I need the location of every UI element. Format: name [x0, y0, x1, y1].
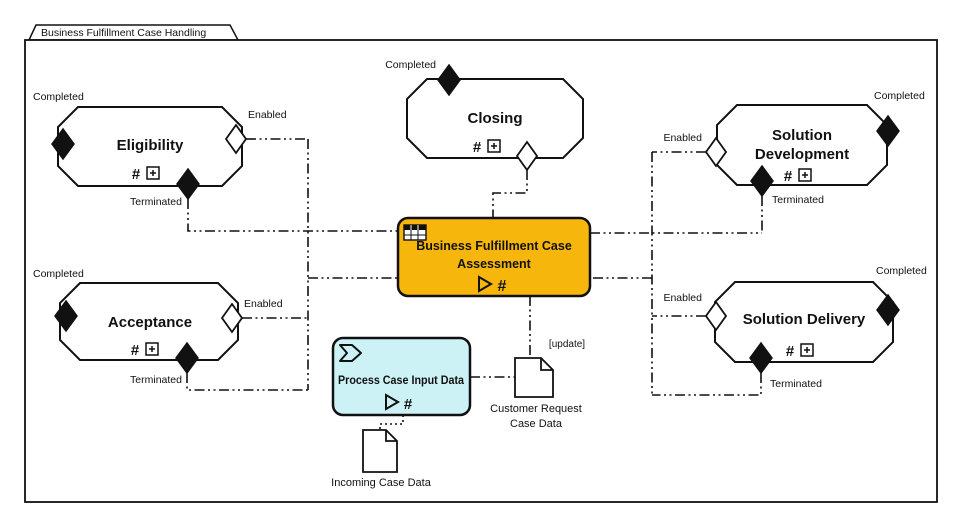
connector-process-to-incoming-doc[interactable] — [379, 415, 404, 430]
entry-criterion-enabled[interactable] — [704, 136, 728, 168]
entry-criterion-enabled[interactable] — [515, 140, 539, 172]
criterion-label: Terminated — [770, 378, 822, 390]
task-process-case-input[interactable]: Process Case Input Data # — [331, 336, 472, 417]
stage-closing[interactable]: Closing # Completed — [385, 59, 584, 172]
criterion-label: Completed — [33, 91, 84, 103]
expand-icon[interactable] — [487, 139, 501, 153]
document-label: Case Data — [510, 418, 563, 430]
case-file-incoming[interactable]: Incoming Case Data — [331, 429, 432, 489]
connector-closing-enabled[interactable] — [492, 170, 528, 218]
stage-name: Solution Delivery — [743, 311, 866, 328]
stage-name: Solution — [772, 127, 832, 144]
exit-criterion-completed[interactable] — [51, 127, 75, 161]
connector-soldelivery-terminated[interactable] — [652, 373, 762, 396]
criterion-label: Enabled — [663, 132, 702, 144]
stage-name: Eligibility — [117, 137, 184, 154]
criterion-label: Terminated — [130, 196, 182, 208]
exit-criterion-terminated[interactable] — [749, 341, 773, 375]
expand-icon[interactable] — [146, 166, 160, 180]
exit-criterion-terminated[interactable] — [176, 167, 200, 201]
exit-criterion-terminated[interactable] — [750, 164, 774, 198]
expand-icon[interactable] — [800, 343, 814, 357]
document-label: Incoming Case Data — [331, 477, 432, 489]
task-name: Assessment — [457, 257, 531, 271]
stage-acceptance[interactable]: Acceptance # Completed Enabled Terminate… — [33, 268, 283, 386]
connector-layer — [186, 138, 763, 430]
exit-criterion-terminated[interactable] — [175, 341, 199, 375]
connector-acceptance-terminated[interactable] — [186, 373, 308, 391]
exit-criterion-completed[interactable] — [876, 114, 900, 148]
exit-criterion-completed[interactable] — [876, 293, 900, 327]
repetition-icon: # — [498, 278, 507, 295]
repetition-icon: # — [132, 166, 141, 183]
entry-criterion-enabled[interactable] — [224, 123, 248, 155]
case-file-customer-request[interactable]: Customer Request Case Data — [490, 357, 582, 430]
task-assessment[interactable]: Business Fulfillment Case Assessment # — [396, 216, 592, 298]
stage-shape[interactable] — [406, 78, 584, 159]
stage-eligibility[interactable]: Eligibility # Completed Enabled Terminat… — [33, 91, 287, 208]
criterion-label: Completed — [385, 59, 436, 71]
criterion-label: Completed — [33, 268, 84, 280]
update-annotation: [update] — [549, 339, 585, 350]
criterion-label: Terminated — [130, 374, 182, 386]
planning-table-icon[interactable] — [403, 224, 427, 241]
exit-criterion-completed[interactable] — [54, 299, 78, 333]
manual-activation-icon — [385, 393, 400, 411]
criterion-label: Completed — [876, 265, 927, 277]
criterion-label: Completed — [874, 90, 925, 102]
document-fold — [540, 358, 553, 371]
exit-criterion-completed[interactable] — [437, 63, 461, 97]
task-shape[interactable] — [331, 336, 472, 417]
criterion-label: Enabled — [663, 292, 702, 304]
criterion-label: Enabled — [244, 298, 283, 310]
expand-icon[interactable] — [798, 168, 812, 182]
task-name: Business Fulfillment Case — [416, 239, 572, 253]
stage-solution-development[interactable]: Solution Development # Enabled Completed… — [663, 90, 924, 206]
stage-name: Closing — [468, 110, 523, 127]
document-label: Customer Request — [490, 403, 582, 415]
manual-activation-icon — [478, 275, 493, 293]
task-shape[interactable] — [396, 216, 592, 298]
stage-solution-delivery[interactable]: Solution Delivery # Enabled Completed Te… — [663, 265, 926, 390]
repetition-icon: # — [404, 396, 413, 413]
repetition-icon: # — [784, 168, 793, 185]
case-file-item-icon[interactable] — [362, 429, 398, 473]
criterion-label: Enabled — [248, 109, 287, 121]
expand-icon[interactable] — [145, 342, 159, 356]
task-name: Process Case Input Data — [338, 375, 465, 387]
connector-eligibility-terminated[interactable] — [187, 199, 398, 232]
document-fold — [385, 430, 397, 442]
entry-criterion-enabled[interactable] — [704, 300, 728, 332]
repetition-icon: # — [786, 343, 795, 360]
entry-criterion-enabled[interactable] — [220, 302, 244, 334]
stage-name: Acceptance — [108, 314, 192, 331]
process-chevron-icon — [339, 344, 362, 362]
stage-name: Development — [755, 146, 849, 163]
case-title: Business Fulfillment Case Handling — [41, 27, 206, 39]
repetition-icon: # — [473, 139, 482, 156]
criterion-label: Terminated — [772, 194, 824, 206]
repetition-icon: # — [131, 342, 140, 359]
case-file-item-icon[interactable] — [514, 357, 554, 398]
